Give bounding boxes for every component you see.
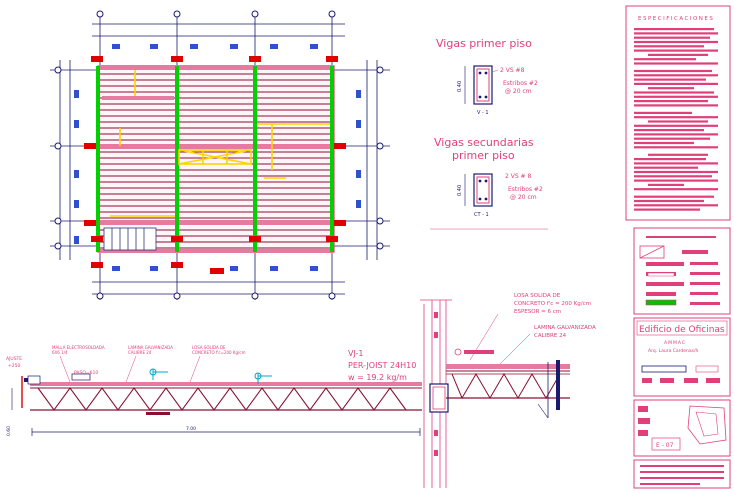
project-author: Arq. Laura Cardenas/h bbox=[648, 348, 698, 354]
spec-text-line bbox=[634, 111, 692, 114]
spec-text-line bbox=[634, 104, 718, 107]
joist-left-label: AJUSTE bbox=[6, 356, 22, 362]
beam-spacing-label: @ 20 cm bbox=[505, 88, 532, 95]
beams-title: Vigas primer piso bbox=[436, 37, 532, 50]
specifications-panel: ESPECIFICACIONES bbox=[625, 5, 731, 221]
spec-text-line bbox=[634, 58, 696, 61]
joist-height-dim: 0.60 bbox=[6, 426, 12, 436]
beam-section-v1: Vigas primer piso 0.40 2 VS #8 Estribos … bbox=[436, 37, 538, 116]
beam-bars-label: 2 VS #8 bbox=[500, 67, 525, 74]
joist-elevation: VJ-1 PER-JOIST 24H10 w = 19.2 kg/m AJUST… bbox=[6, 345, 422, 436]
deck-label: LAMINA GALVANIZADA bbox=[128, 345, 173, 350]
spec-text-line bbox=[634, 45, 704, 48]
spec-text-line bbox=[634, 179, 718, 182]
spec-text-line bbox=[634, 74, 718, 77]
title-block: Edificio de Oficinas AMMAC Arq. Laura Ca… bbox=[633, 227, 731, 489]
project-title: Edificio de Oficinas bbox=[639, 325, 725, 335]
spec-text-line bbox=[648, 87, 694, 90]
spec-text-line bbox=[634, 78, 706, 81]
secondary-beam-bars-label: 2 VS # 8 bbox=[505, 173, 531, 180]
truss-web-line bbox=[37, 387, 407, 411]
detail-slab-line2: CONCRETO f'c = 200 Kg/cm bbox=[514, 301, 591, 307]
spec-text-line bbox=[634, 124, 718, 127]
spec-text-line bbox=[648, 53, 708, 56]
spec-text-line bbox=[634, 199, 704, 203]
spec-text-line bbox=[634, 62, 718, 65]
spec-text-line bbox=[634, 195, 714, 198]
spec-text-line bbox=[634, 82, 718, 85]
spec-text-line bbox=[634, 129, 704, 132]
spec-text-line bbox=[634, 188, 718, 191]
spec-text-line bbox=[634, 146, 718, 149]
spec-text-line bbox=[648, 183, 684, 186]
beam-height-dim: 0.40 bbox=[457, 81, 463, 92]
sheet-number: E - 07 bbox=[656, 442, 674, 449]
spec-text-line bbox=[634, 40, 718, 44]
joist-title: VJ-1 bbox=[348, 349, 364, 358]
spec-text-line bbox=[634, 91, 714, 94]
spec-text-line bbox=[634, 28, 714, 31]
spec-text-line bbox=[634, 175, 712, 178]
spec-text-line bbox=[634, 166, 698, 169]
spec-text-line bbox=[634, 95, 718, 98]
spec-text-line bbox=[634, 69, 712, 73]
beam-stirrups-label: Estribos #2 bbox=[503, 80, 538, 87]
deck-sub: CALIBRE 24 bbox=[128, 350, 152, 355]
project-subtitle: AMMAC bbox=[664, 340, 686, 346]
secondary-beam-spacing-label: @ 20 cm bbox=[510, 194, 537, 201]
floor-plan bbox=[50, 10, 390, 300]
spec-text-line bbox=[648, 153, 708, 156]
beam-tag: V - 1 bbox=[477, 110, 489, 116]
detail-slab-line1: LOSA SOLIDA DE bbox=[514, 293, 561, 299]
joist-pitch-tag: PASO=610 bbox=[74, 370, 98, 376]
spec-text-line bbox=[634, 49, 718, 52]
spec-text-line bbox=[634, 133, 718, 136]
spec-text-line bbox=[634, 170, 718, 174]
spec-text-line bbox=[634, 208, 700, 211]
spec-text-line bbox=[634, 36, 710, 39]
spec-text-line bbox=[634, 141, 694, 145]
spec-text-line bbox=[634, 162, 718, 165]
spec-text-line bbox=[648, 120, 708, 123]
detail-deck-line1: LAMINA GALVANIZADA bbox=[534, 325, 596, 331]
secondary-beam-height-dim: 0.40 bbox=[457, 185, 463, 196]
spec-text-line bbox=[634, 158, 706, 161]
mesh-sub: 6X6 1/4 bbox=[52, 350, 68, 355]
specs-title: ESPECIFICACIONES bbox=[638, 16, 714, 22]
spec-text-line bbox=[634, 100, 708, 103]
joist-left-sub: +250 bbox=[8, 363, 20, 369]
joist-model: PER-JOIST 24H10 bbox=[348, 361, 416, 370]
connection-detail: LOSA SOLIDA DE CONCRETO f'c = 200 Kg/cm … bbox=[420, 293, 596, 488]
mesh-label: MALLA ELECTROSOLDADA bbox=[52, 345, 105, 350]
spec-text-line bbox=[634, 204, 718, 207]
secondary-beam-stirrups-label: Estribos #2 bbox=[508, 186, 543, 193]
slab-label: LOSA SOLIDA DE bbox=[192, 345, 226, 350]
slab-sub: CONCRETO f'c=200 Kg/cm bbox=[192, 350, 246, 355]
secondary-beam-tag: CT - 1 bbox=[474, 212, 489, 218]
secondary-beams-title-2: primer piso bbox=[452, 149, 515, 162]
secondary-beams-title-1: Vigas secundarias bbox=[434, 136, 534, 149]
beam-section-ct1: Vigas secundarias primer piso 0.40 2 VS … bbox=[430, 136, 548, 230]
spec-text-line bbox=[634, 32, 718, 35]
joist-weight: w = 19.2 kg/m bbox=[348, 373, 407, 382]
detail-deck-line2: CALIBRE 24 bbox=[534, 333, 567, 339]
spec-text-line bbox=[634, 116, 718, 119]
spec-text-line bbox=[634, 137, 710, 140]
joist-length-dim: 7.00 bbox=[186, 426, 196, 432]
detail-slab-line3: ESPESOR = 6 cm bbox=[514, 309, 561, 315]
